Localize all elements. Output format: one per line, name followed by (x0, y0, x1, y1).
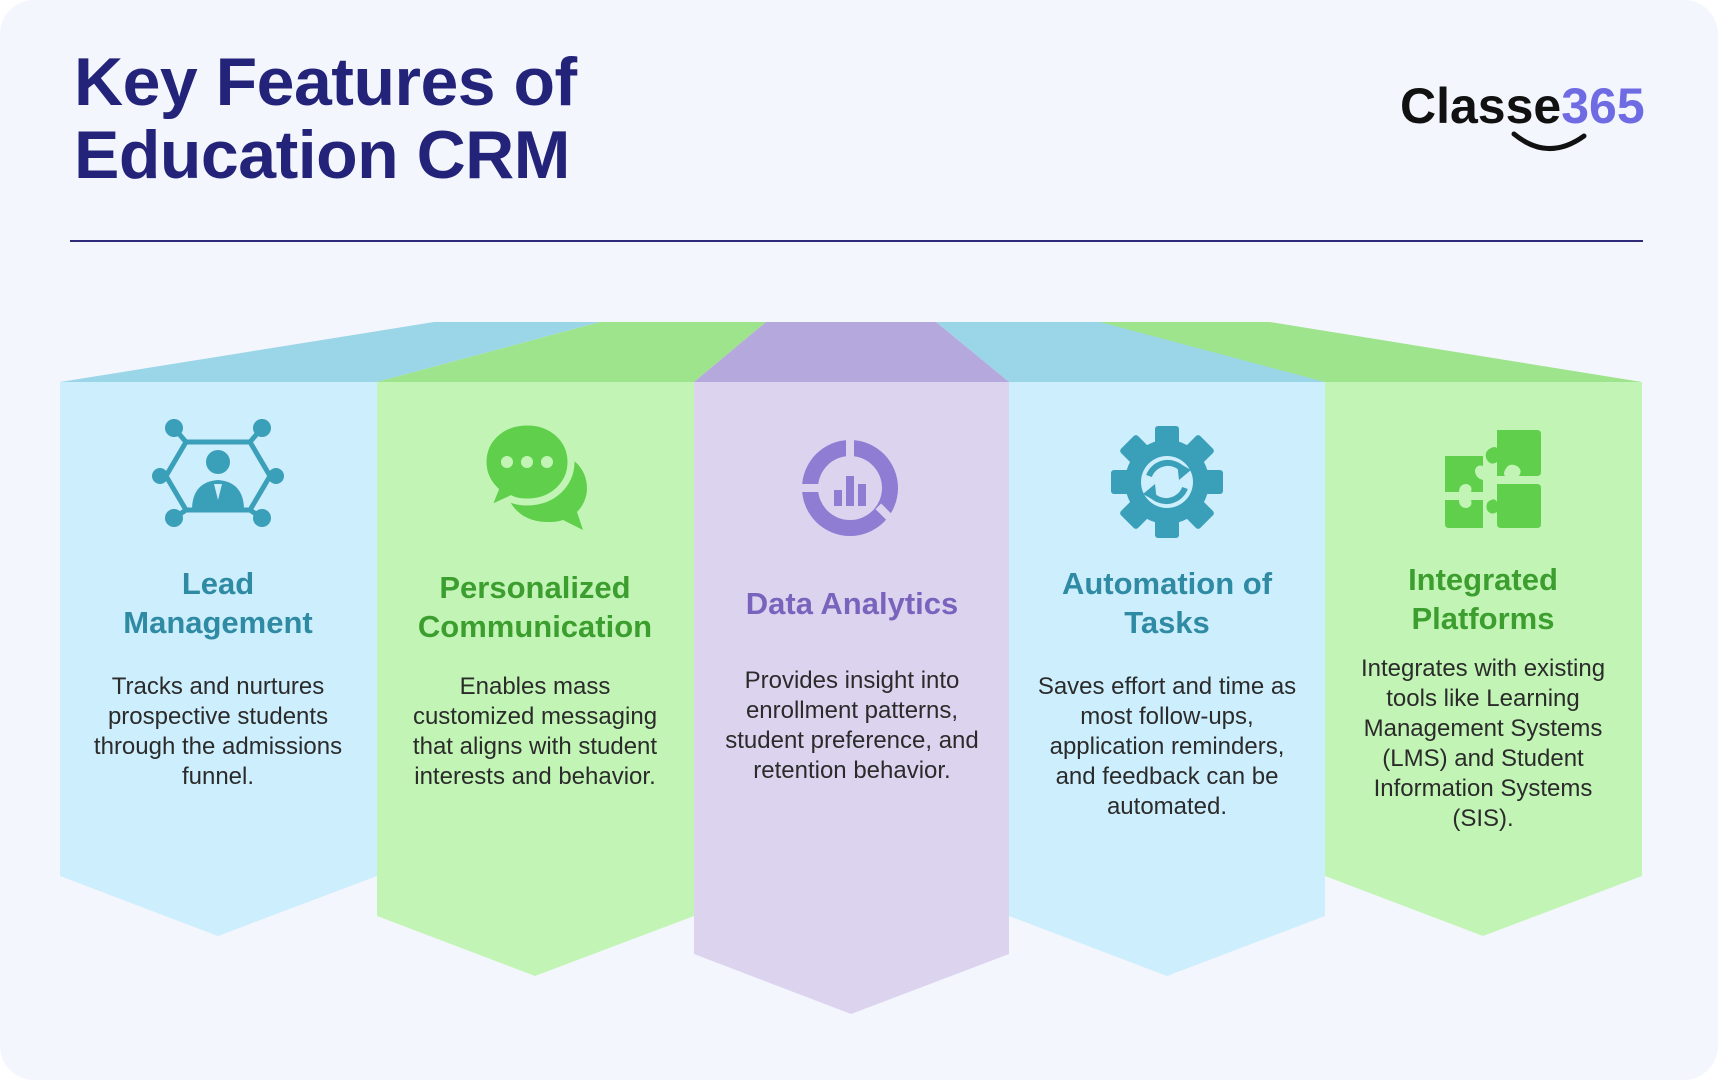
feature-title: Lead Management (60, 564, 376, 642)
page-title-line-1: Key Features of (74, 44, 577, 120)
feature-description: Enables mass customized messaging that a… (412, 673, 658, 790)
feature-card-lead-management: Lead Management Tracks and nurtures pros… (60, 0, 376, 1080)
brand-logo: Classe365 (1398, 76, 1645, 166)
feature-card-automation-of-tasks: Automation of Tasks Saves effort and tim… (1009, 0, 1325, 1080)
logo-smile-icon (1511, 131, 1587, 151)
feature-title-line: Automation of (1061, 566, 1273, 601)
roof-band-2 (377, 322, 766, 382)
page-title-line-2: Education CRM (74, 117, 570, 193)
feature-title-line: Integrated (1408, 562, 1558, 597)
feature-card-personalized-communication: Personalized Communication Enables mass … (377, 0, 693, 1080)
feature-title-line: Platforms (1411, 601, 1555, 636)
feature-title-line: Personalized (439, 570, 631, 605)
feature-title: Personalized Communication (377, 568, 693, 646)
gear-sync-icon (1111, 426, 1223, 538)
feature-card-integrated-platforms: Integrated Platforms Integrates with exi… (1325, 0, 1641, 1080)
donut-analytics-icon (802, 434, 903, 536)
logo-wordmark: Classe365 (1400, 76, 1645, 136)
feature-title: Integrated Platforms (1325, 560, 1641, 638)
feature-title: Data Analytics (694, 584, 1010, 623)
feature-title-line: Tasks (1124, 605, 1210, 640)
feature-description: Saves effort and time as most follow-ups… (1037, 673, 1297, 820)
feature-title-line: Data Analytics (745, 586, 959, 621)
network-person-icon (152, 419, 284, 527)
panel-lead-management (60, 382, 377, 936)
puzzle-icon (1445, 430, 1541, 528)
feature-title: Automation of Tasks (1009, 564, 1325, 642)
feature-title-line: Management (123, 605, 313, 640)
page-title: Key Features of Education CRM (74, 46, 774, 192)
panel-automation-of-tasks (1009, 382, 1325, 976)
feature-description: Provides insight into enrollment pattern… (725, 667, 979, 784)
roof-band-3 (694, 322, 1009, 382)
panel-integrated-platforms (1325, 382, 1642, 936)
panel-personalized-communication (377, 382, 694, 976)
logo-text: Classe (1400, 78, 1562, 134)
roof-band-1 (60, 322, 600, 382)
feature-description: Tracks and nurtures prospective students… (93, 673, 343, 790)
header-divider (70, 240, 1643, 242)
feature-card-data-analytics: Data Analytics Provides insight into enr… (694, 0, 1010, 1080)
roof-band-4 (936, 322, 1325, 382)
logo-accent-number: 365 (1561, 78, 1645, 134)
chat-bubbles-icon (479, 418, 587, 530)
feature-description: Integrates with existing tools like Lear… (1360, 655, 1606, 832)
feature-title-line: Communication (417, 609, 653, 644)
feature-title-line: Lead (181, 566, 255, 601)
panel-data-analytics (694, 382, 1009, 1014)
